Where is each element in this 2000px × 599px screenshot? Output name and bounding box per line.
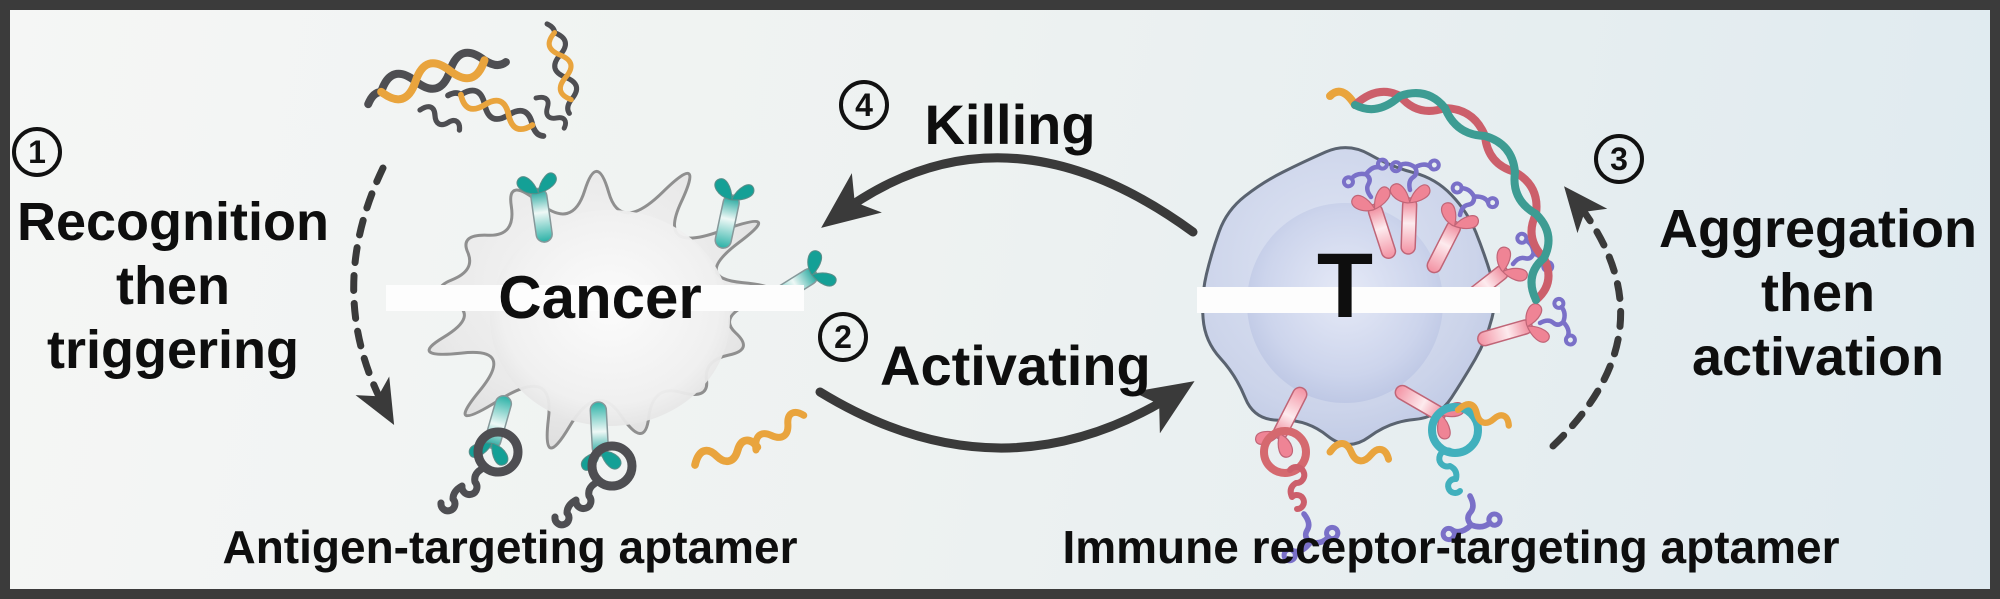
t-cell-label: T <box>1316 235 1374 337</box>
step4-badge: 4 <box>839 80 889 130</box>
step1-number: 1 <box>28 133 46 170</box>
step3-badge: 3 <box>1594 134 1644 184</box>
orange-strand-icons-left <box>692 408 807 470</box>
hairpin-aptamer-icons <box>441 432 632 525</box>
step3-label: Aggregation then activation <box>1659 199 1977 387</box>
cancer-nucleus <box>490 210 730 426</box>
step1-label: Recognition then triggering <box>17 192 329 380</box>
step2-label: Activating <box>880 334 1151 397</box>
step1-badge: 1 <box>12 127 62 177</box>
step3-number: 3 <box>1610 140 1628 177</box>
killing-arrow <box>821 153 1198 237</box>
dna-scaffold-helix <box>1326 87 1553 304</box>
step2-badge: 2 <box>818 312 868 362</box>
t-label-band <box>1197 287 1500 313</box>
step4-number: 4 <box>855 86 873 123</box>
cancer-cell <box>386 169 840 525</box>
antigen-aptamer-caption: Antigen-targeting aptamer <box>222 521 798 573</box>
activating-arrow <box>815 381 1195 453</box>
dna-duplex-icons <box>362 21 582 139</box>
t-cell <box>1197 87 1576 563</box>
cancer-label-band <box>386 285 804 311</box>
step4-label: Killing <box>924 93 1096 156</box>
recognition-arrow <box>350 164 395 426</box>
cancer-cell-label: Cancer <box>498 264 702 331</box>
aggregation-arrow <box>1549 186 1625 450</box>
immune-aptamer-caption: Immune receptor-targeting aptamer <box>1062 521 1840 573</box>
step2-number: 2 <box>834 318 852 355</box>
pink-receptor-bottom-right <box>1385 371 1502 541</box>
pink-receptor-bottom-left <box>1252 378 1342 562</box>
